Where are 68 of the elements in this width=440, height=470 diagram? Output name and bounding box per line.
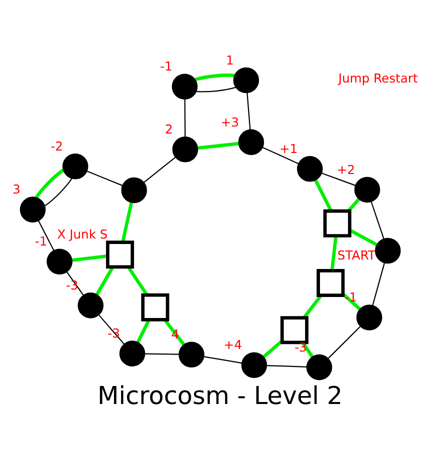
connector	[347, 198, 360, 212]
connector	[370, 201, 384, 240]
node-circle	[238, 129, 264, 156]
connector	[322, 172, 356, 186]
connector	[204, 356, 242, 364]
node-circle	[233, 67, 260, 94]
node-label: 1	[226, 53, 234, 68]
node-circle	[354, 176, 380, 203]
node-box	[106, 240, 134, 269]
connector	[66, 271, 84, 296]
node-label: START	[337, 248, 376, 263]
connector	[184, 99, 186, 138]
node-label: +2	[336, 162, 356, 177]
node-label: -1	[160, 60, 172, 74]
node-circle	[172, 136, 198, 162]
connector	[246, 92, 251, 130]
node-label: 2	[165, 122, 173, 136]
node-circle	[121, 177, 147, 204]
node-circle	[374, 238, 401, 264]
connector	[262, 146, 299, 164]
node-circle	[46, 248, 72, 275]
node-circle	[78, 292, 104, 318]
node-label: -3	[66, 278, 78, 293]
connector	[302, 294, 322, 319]
connector	[144, 156, 176, 183]
connector	[349, 228, 378, 246]
connector	[72, 254, 108, 262]
node-circle	[20, 196, 46, 222]
connector	[314, 179, 333, 212]
connector	[262, 340, 283, 358]
node-label: -2	[50, 139, 63, 154]
connector	[328, 326, 361, 359]
connector	[372, 262, 385, 306]
node-label: -3	[294, 340, 307, 354]
node-label: -1	[34, 234, 48, 249]
node-label: +3	[220, 115, 239, 130]
connector	[197, 142, 239, 150]
node-label: +1	[279, 142, 298, 156]
connector	[266, 364, 307, 368]
connector	[136, 318, 151, 344]
connector	[86, 170, 123, 186]
node-box	[316, 268, 345, 297]
connector	[121, 202, 134, 243]
node-label: 3	[12, 182, 20, 197]
node-circle	[119, 340, 146, 366]
connector	[144, 353, 179, 355]
connector	[38, 220, 54, 251]
connector	[127, 266, 148, 296]
connector	[330, 236, 338, 270]
node-label: +4	[224, 338, 242, 352]
label: Jump Restart	[338, 71, 418, 86]
connector	[34, 168, 64, 198]
node-circle	[62, 154, 88, 180]
node-circle	[241, 352, 268, 378]
node-circle	[306, 354, 332, 380]
node-circle	[296, 156, 323, 182]
connector	[194, 74, 235, 82]
node-circle	[356, 304, 382, 330]
connector	[44, 178, 72, 206]
node-box	[141, 293, 170, 322]
connector	[196, 86, 236, 92]
node-circle	[178, 342, 204, 368]
connector	[301, 342, 314, 358]
node-circle	[172, 74, 198, 100]
connector	[95, 266, 114, 296]
node-box	[323, 209, 352, 238]
diagram-title: Microcosm - Level 2	[97, 380, 343, 410]
node-label: X Junk S	[57, 228, 108, 242]
